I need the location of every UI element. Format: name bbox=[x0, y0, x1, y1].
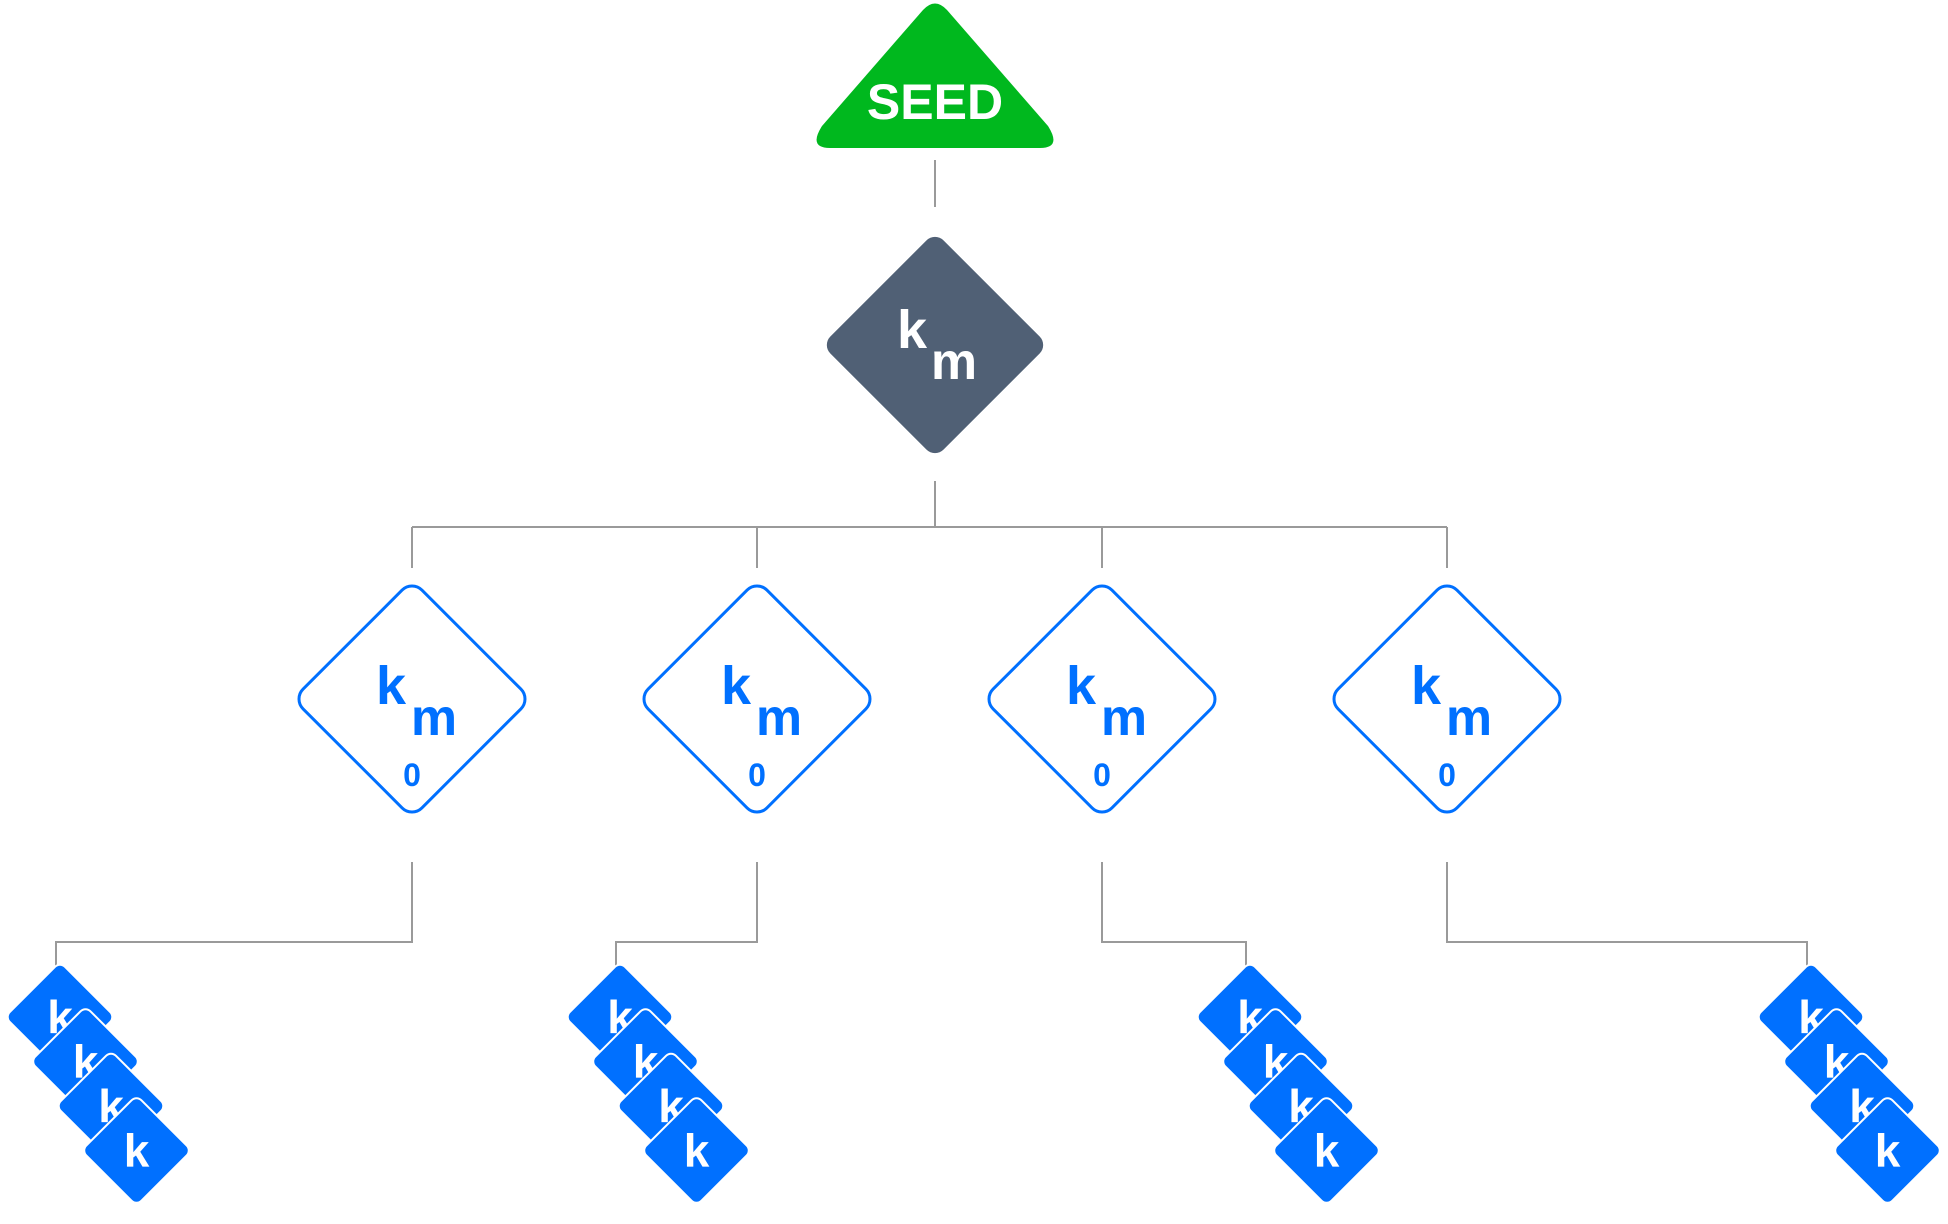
child-label-sub: m bbox=[1101, 689, 1147, 747]
master-diamond bbox=[826, 236, 1044, 454]
child-key-node[interactable]: km 0 bbox=[1328, 580, 1566, 818]
master-label-sub: m bbox=[931, 333, 977, 391]
connector-child-leaves-2 bbox=[1101, 862, 1247, 1007]
leaf-key-card[interactable]: k bbox=[1271, 1095, 1381, 1205]
leaf-diamond bbox=[1834, 1097, 1941, 1204]
child-key-node[interactable]: km 0 bbox=[983, 580, 1221, 818]
leaf-label: k bbox=[1314, 1125, 1340, 1177]
child-label-main: k bbox=[721, 656, 752, 716]
leaf-label: k bbox=[1875, 1125, 1901, 1177]
child-label-main: k bbox=[376, 656, 407, 716]
leaf-key-card[interactable]: k bbox=[81, 1095, 191, 1205]
leaf-key-card[interactable]: k bbox=[1832, 1095, 1942, 1205]
child-key-node[interactable]: km 0 bbox=[638, 580, 876, 818]
child-label-index: 0 bbox=[403, 757, 421, 793]
leaf-diamond bbox=[643, 1097, 750, 1204]
leaf-diamond bbox=[83, 1097, 190, 1204]
leaf-diamond bbox=[1273, 1097, 1380, 1204]
connector-child-leaves-0 bbox=[55, 862, 413, 1007]
master-key-node[interactable]: k m bbox=[822, 232, 1048, 458]
child-diamond bbox=[987, 584, 1217, 814]
connector-child-leaves-3 bbox=[1446, 862, 1808, 1007]
child-label-index: 0 bbox=[748, 757, 766, 793]
leaf-label: k bbox=[684, 1125, 710, 1177]
child-diamond bbox=[642, 584, 872, 814]
master-label-main: k bbox=[897, 300, 928, 360]
seed-node[interactable]: SEED bbox=[816, 3, 1054, 149]
child-label-index: 0 bbox=[1093, 757, 1111, 793]
child-label-sub: m bbox=[411, 689, 457, 747]
child-label-index: 0 bbox=[1438, 757, 1456, 793]
child-label-main: k bbox=[1411, 656, 1442, 716]
leaf-label: k bbox=[124, 1125, 150, 1177]
child-diamond bbox=[297, 584, 527, 814]
child-label-sub: m bbox=[756, 689, 802, 747]
leaf-key-card[interactable]: k bbox=[641, 1095, 751, 1205]
child-key-node[interactable]: km 0 bbox=[293, 580, 531, 818]
seed-label: SEED bbox=[867, 74, 1003, 130]
seed-triangle bbox=[816, 3, 1054, 148]
child-diamond bbox=[1332, 584, 1562, 814]
child-label-main: k bbox=[1066, 656, 1097, 716]
child-label-sub: m bbox=[1446, 689, 1492, 747]
